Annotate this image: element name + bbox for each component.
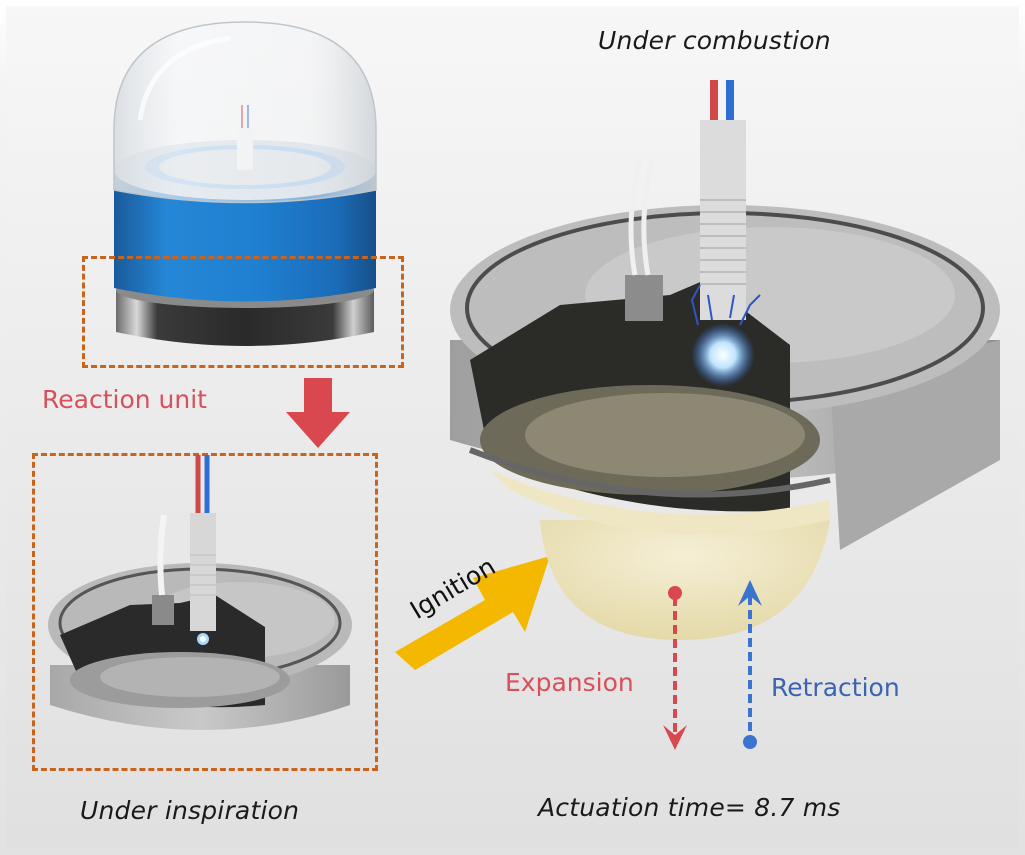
under-inspiration-caption: Under inspiration	[80, 796, 300, 825]
retraction-arrow-icon	[738, 580, 762, 749]
reaction-unit-highlight-box	[82, 256, 404, 368]
ignition-arrow-icon	[395, 556, 550, 670]
inspiration-state-box	[32, 453, 378, 771]
reaction-unit-inspiration-illustration	[48, 455, 352, 730]
down-arrow-icon	[286, 378, 350, 448]
dome-device-illustration	[113, 21, 377, 346]
expansion-label: Expansion	[505, 668, 634, 697]
under-combustion-title: Under combustion	[598, 26, 831, 55]
reaction-unit-combustion-illustration	[450, 80, 1000, 640]
reaction-unit-label: Reaction unit	[42, 385, 207, 414]
expansion-arrow-icon	[663, 586, 687, 750]
actuation-time-caption: Actuation time= 8.7 ms	[538, 793, 841, 822]
retraction-label: Retraction	[771, 673, 900, 702]
